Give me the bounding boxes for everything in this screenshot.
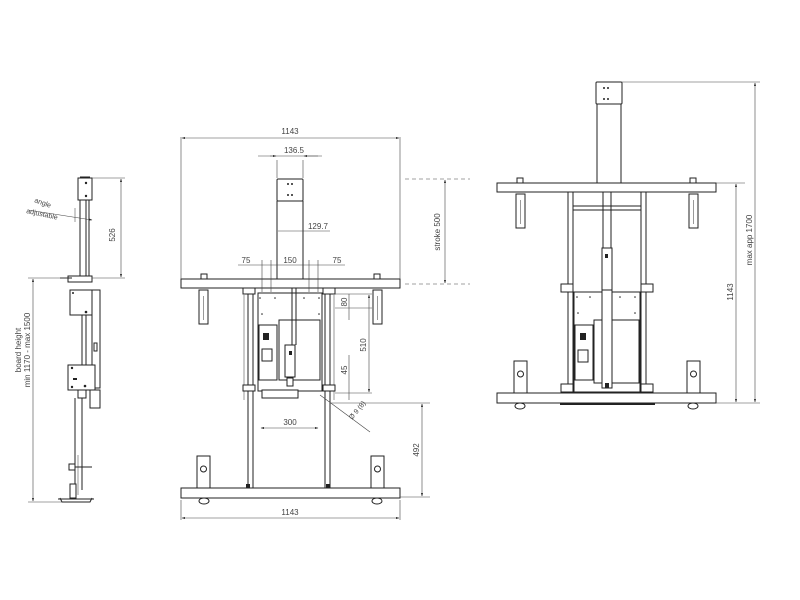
spacing-right-label: 75 — [333, 256, 342, 265]
adjustable-label: adjustable — [26, 208, 59, 222]
front-view-raised: 1143 max app 1700 — [496, 81, 760, 410]
board-height-label: board height — [14, 327, 23, 372]
dim-526-label: 526 — [108, 228, 117, 242]
dim-80-label: 80 — [340, 297, 349, 306]
width-bottom-label: 1143 — [281, 508, 299, 517]
max-height-label: max app 1700 — [745, 214, 754, 265]
width-top-label: 1143 — [281, 127, 299, 136]
height-492-label: 492 — [412, 443, 421, 457]
dim-45-label: 45 — [340, 365, 349, 374]
side-view: angle adjustable 526 board height min 11… — [14, 176, 125, 503]
height-1143-label: 1143 — [726, 283, 735, 301]
angle-label: angle — [33, 197, 52, 209]
spacing-mid-label: 150 — [283, 256, 297, 265]
front-view-lowered: 1143 136.5 129.7 75 150 75 stroke 500 80… — [180, 127, 470, 520]
stroke-label: stroke 500 — [433, 213, 442, 251]
board-height-range-label: min 1170 - max 1500 — [23, 312, 32, 387]
column-inner-label: 129.7 — [308, 222, 329, 231]
spacing-left-label: 75 — [242, 256, 251, 265]
column-width-label: 136.5 — [284, 146, 305, 155]
dim-300-label: 300 — [283, 418, 297, 427]
dim-510-label: 510 — [359, 338, 368, 352]
